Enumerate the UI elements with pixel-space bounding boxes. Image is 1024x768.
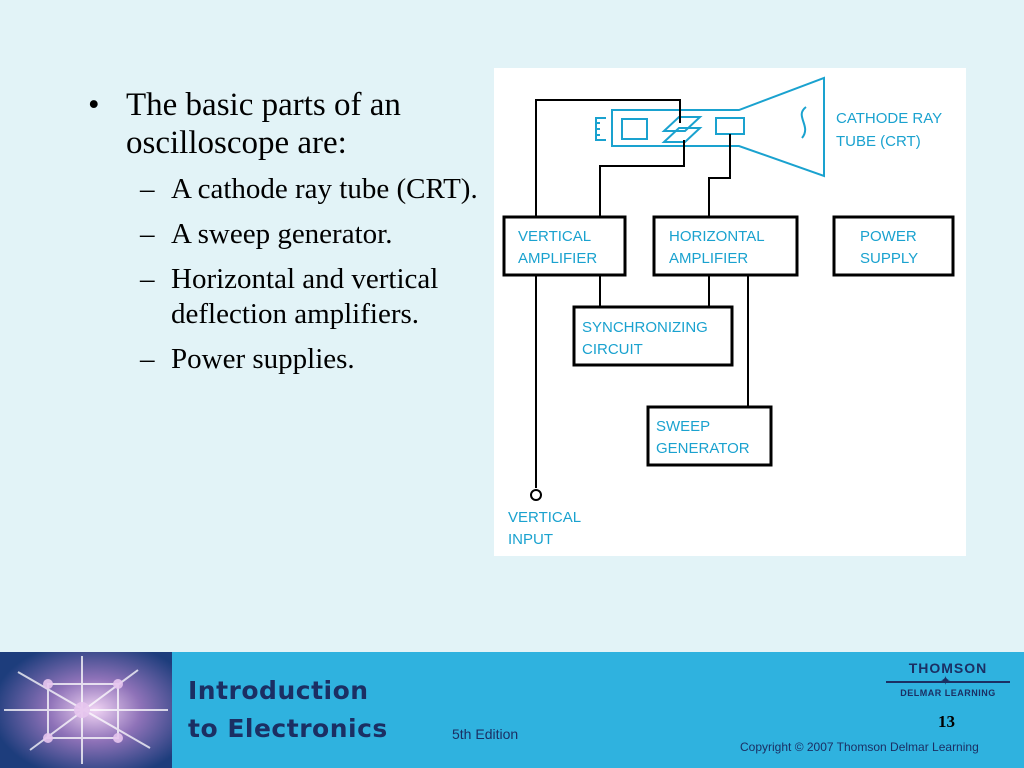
dash-mark: – (140, 263, 155, 295)
edition-label: 5th Edition (452, 726, 519, 742)
sub-item-text: Horizontal and vertical deflection ampli… (171, 263, 439, 330)
publisher-subtitle: DELMAR LEARNING (900, 688, 996, 698)
dash-mark: – (140, 173, 155, 205)
sweep-generator-block: SWEEP GENERATOR (646, 405, 773, 467)
signal-wires (535, 99, 749, 488)
crt-label-line2: TUBE (CRT) (836, 133, 921, 150)
vertical-amplifier-block: VERTICAL AMPLIFIER (502, 215, 627, 277)
main-bullet-text: The basic parts of an oscilloscope are: (126, 87, 401, 161)
vertical-amp-line1: VERTICAL (518, 228, 591, 245)
oscilloscope-diagram: CATHODE RAY TUBE (CRT) VERTICAL AMPLIFIE… (494, 68, 966, 556)
book-title-line2: to Electronics (188, 714, 388, 743)
slide-content: • The basic parts of an oscilloscope are… (88, 86, 498, 387)
sync-circuit-line1: SYNCHRONIZING (582, 319, 708, 336)
sub-item-text: A cathode ray tube (CRT). (171, 173, 478, 205)
sub-item: – Horizontal and vertical deflection amp… (88, 262, 498, 332)
power-supply-line2: SUPPLY (860, 250, 918, 267)
sub-item: – A cathode ray tube (CRT). (88, 172, 498, 207)
sub-item-text: Power supplies. (171, 343, 355, 375)
copyright-notice: Copyright © 2007 Thomson Delmar Learning (740, 740, 979, 754)
dash-mark: – (140, 343, 155, 375)
vertical-input-line2: INPUT (508, 531, 553, 548)
power-supply-block: POWER SUPPLY (832, 215, 955, 277)
star-icon: ✦ (880, 673, 1016, 688)
vertical-amp-line2: AMPLIFIER (518, 250, 597, 267)
horizontal-amplifier-block: HORIZONTAL AMPLIFIER (652, 215, 799, 277)
vertical-input-line1: VERTICAL (508, 509, 581, 526)
book-title-line1: Introduction (188, 676, 369, 705)
horizontal-amp-line2: AMPLIFIER (669, 250, 748, 267)
circuit-board-art (0, 652, 172, 768)
sub-item: – A sweep generator. (88, 217, 498, 252)
sweep-gen-line1: SWEEP (656, 418, 710, 435)
publisher-logo: THOMSON ✦ DELMAR LEARNING (880, 660, 1016, 698)
sweep-gen-line2: GENERATOR (656, 440, 750, 457)
sub-item-text: A sweep generator. (171, 218, 393, 250)
horizontal-amp-line1: HORIZONTAL (669, 228, 765, 245)
diagram-svg: CATHODE RAY TUBE (CRT) VERTICAL AMPLIFIE… (502, 76, 955, 548)
sync-circuit-line2: CIRCUIT (582, 341, 643, 358)
sub-item: – Power supplies. (88, 342, 498, 377)
sync-circuit-block: SYNCHRONIZING CIRCUIT (572, 305, 734, 367)
power-supply-line1: POWER (860, 228, 917, 245)
bullet-mark: • (88, 87, 100, 123)
crt-label-line1: CATHODE RAY (836, 110, 942, 127)
main-bullet: • The basic parts of an oscilloscope are… (88, 86, 498, 162)
footer-banner: Introduction to Electronics 5th Edition … (0, 652, 1024, 768)
dash-mark: – (140, 218, 155, 250)
publisher-name: THOMSON (908, 660, 988, 676)
slide-number: 13 (938, 712, 955, 731)
input-terminal (530, 489, 542, 501)
crt-tube (595, 76, 825, 178)
